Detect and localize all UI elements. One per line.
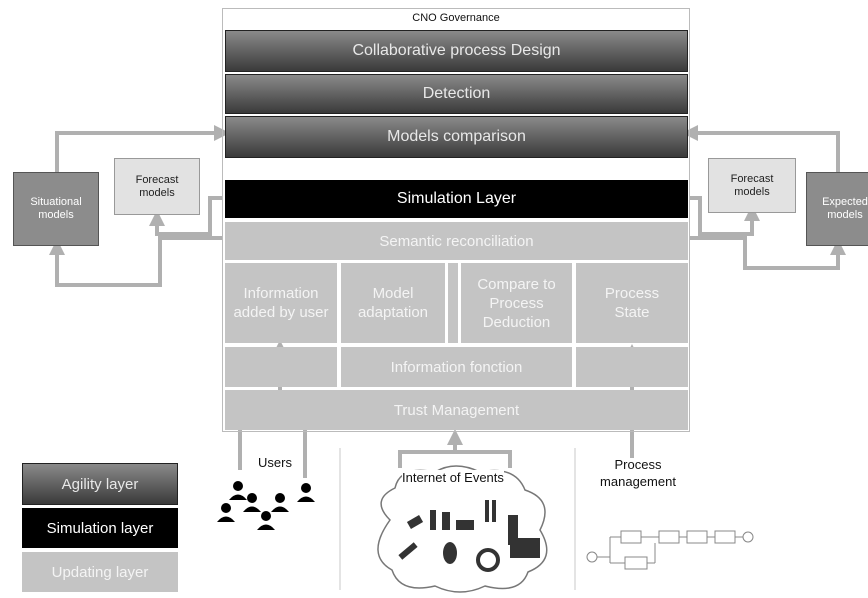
module-process-state: Process State	[576, 263, 688, 343]
expected-models: Expected models	[806, 172, 868, 246]
situational-models: Situational models	[13, 172, 99, 246]
arrow-semantic-to-expected	[690, 236, 846, 270]
governance-title: CNO Governance	[412, 12, 500, 24]
users-icon	[217, 481, 315, 530]
process-model-diagram	[585, 515, 765, 575]
layer-detection: Detection	[225, 74, 688, 114]
layer-information-function: Information fonction	[341, 347, 572, 387]
layer-models-comparison: Models comparison	[225, 116, 688, 158]
arrow-expected-to-comparison	[682, 125, 840, 172]
arrow-semantic-to-situational	[49, 236, 222, 287]
cloud-icon	[377, 465, 548, 593]
arrow-situational-to-comparison	[55, 125, 230, 172]
process-diagram-icon	[586, 530, 754, 570]
forecast-models-left: Forecast models	[114, 158, 200, 215]
module-information-added: Information added by user	[225, 263, 337, 343]
info-block-left	[225, 347, 337, 387]
arrow-simulation-to-forecast-right	[690, 196, 760, 236]
info-block-right	[576, 347, 688, 387]
module-compare-process: Compare to Process Deduction	[461, 263, 572, 343]
layer-trust-management: Trust Management	[225, 390, 688, 430]
layer-collaborative-design: Collaborative process Design	[225, 30, 688, 72]
module-spacer	[448, 263, 458, 343]
forecast-models-right: Forecast models	[708, 158, 796, 213]
users-icon-group	[212, 478, 322, 534]
arrow-iot-up	[398, 429, 463, 468]
arrow-iot-right	[455, 450, 512, 468]
layer-simulation: Simulation Layer	[225, 180, 688, 218]
users-label: Users	[258, 455, 292, 470]
iot-cloud	[360, 460, 560, 595]
cno-governance-frame	[222, 8, 690, 432]
legend-updating: Updating layer	[22, 552, 178, 592]
module-model-adaptation: Model adaptation	[341, 263, 445, 343]
layer-semantic-reconciliation: Semantic reconciliation	[225, 222, 688, 260]
legend-agility: Agility layer	[22, 463, 178, 505]
legend-simulation: Simulation layer	[22, 508, 178, 548]
arrow-simulation-to-forecast-left	[149, 196, 222, 236]
iot-label: Internet of Events	[402, 470, 504, 486]
process-management-label: Process management	[600, 457, 676, 489]
